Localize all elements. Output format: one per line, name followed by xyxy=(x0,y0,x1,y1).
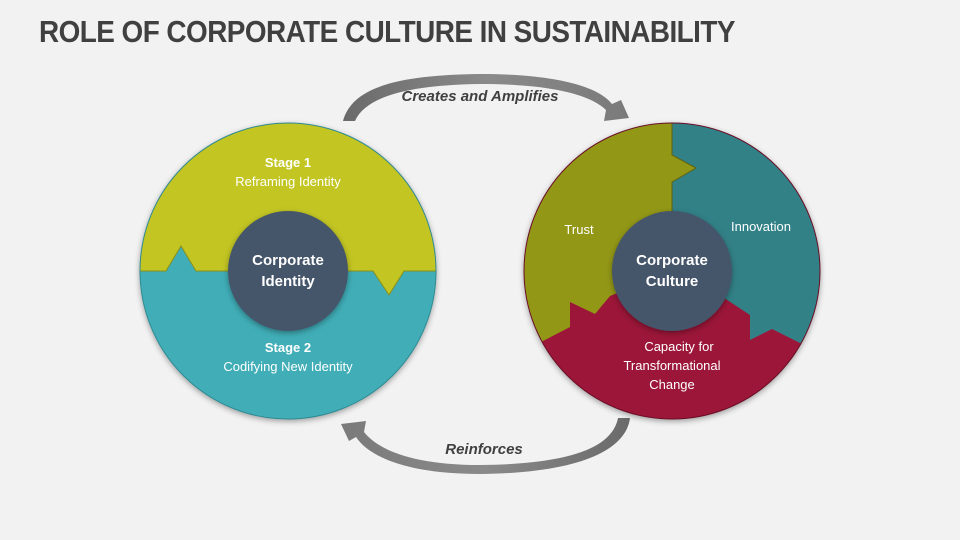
curved-arrow-left-icon xyxy=(341,418,630,474)
center-label-line2: Identity xyxy=(261,273,315,290)
center-corporate-identity: Corporate Identity xyxy=(228,211,348,331)
center-label-line1: Corporate xyxy=(252,252,324,269)
stage-2-subtitle: Codifying New Identity xyxy=(223,359,353,374)
center-label-line1: Corporate xyxy=(636,252,708,269)
segment-label-trust: Trust xyxy=(564,222,594,237)
arrow-label-bottom: Reinforces xyxy=(445,441,523,458)
segment-label-capacity-line1: Capacity for xyxy=(644,339,714,354)
corporate-identity-cycle xyxy=(139,122,437,420)
stage-2-title: Stage 2 xyxy=(265,340,311,355)
curved-arrow-right-icon xyxy=(343,74,629,121)
stage-1-subtitle: Reframing Identity xyxy=(235,174,341,189)
center-corporate-culture: Corporate Culture xyxy=(612,211,732,331)
arrow-label-top: Creates and Amplifies xyxy=(402,88,559,105)
arrow-creates-and-amplifies: Creates and Amplifies xyxy=(343,74,629,121)
page-title: ROLE OF CORPORATE CULTURE IN SUSTAINABIL… xyxy=(39,14,736,49)
arrow-reinforces: Reinforces xyxy=(341,418,630,474)
segment-label-capacity-line3: Change xyxy=(649,377,695,392)
center-label-line2: Culture xyxy=(646,273,699,290)
segment-stage-1 xyxy=(140,123,436,295)
segment-label-innovation: Innovation xyxy=(731,219,791,234)
segment-label-capacity-line2: Transformational xyxy=(623,358,720,373)
stage-1-title: Stage 1 xyxy=(265,155,311,170)
